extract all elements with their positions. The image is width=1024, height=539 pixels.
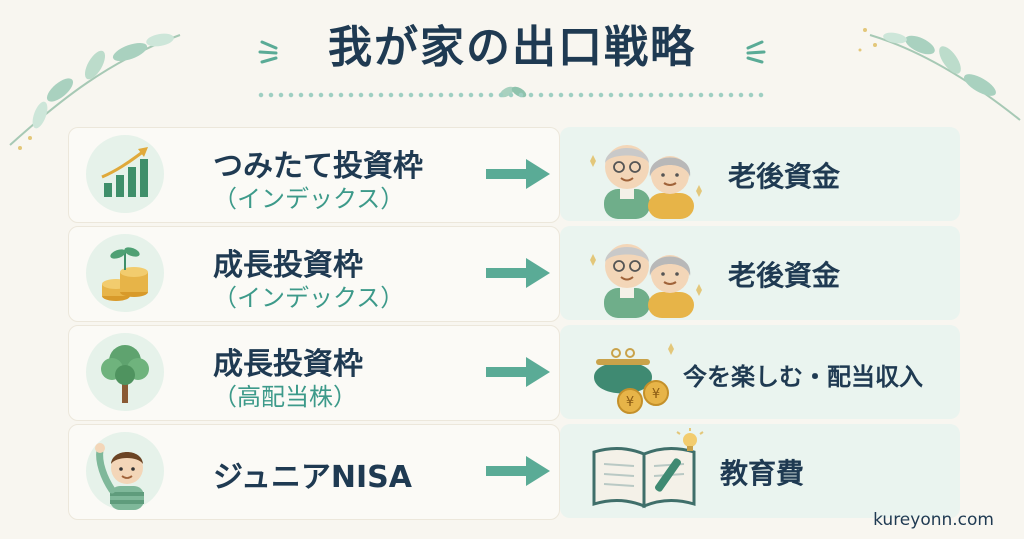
book-pen-icon <box>592 428 704 509</box>
elderly-couple-icon <box>590 145 702 219</box>
title-accent-right-icon <box>746 40 766 64</box>
source-label: 成長投資枠 <box>213 347 363 382</box>
source-sublabel: （インデックス） <box>213 185 405 213</box>
leaf-branch-right-icon <box>858 28 1021 121</box>
strategy-row: つみたて投資枠 （インデックス） 老後資金 <box>68 127 960 223</box>
chart-up-icon <box>86 135 164 213</box>
leaf-branch-left-icon <box>9 33 181 150</box>
arrow-right-icon <box>486 258 550 288</box>
title-area: 我が家の出口戦略 <box>0 18 1024 78</box>
svg-text:¥: ¥ <box>626 395 634 410</box>
purse-coins-icon: ¥ ¥ <box>594 343 674 414</box>
destination-label: 教育費 <box>720 457 805 490</box>
destination-label: 老後資金 <box>728 259 841 292</box>
title-accent-left-icon <box>258 40 278 64</box>
strategy-row: 成長投資枠 （高配当株） ¥ ¥ 今を楽しむ・配当収入 <box>68 325 960 421</box>
coin-sprout-icon <box>86 234 164 312</box>
source-sublabel: （高配当株） <box>213 383 357 411</box>
source-label: ジュニアNISA <box>213 460 412 495</box>
strategy-row: ジュニアNISA 教育費 <box>68 424 960 520</box>
svg-text:¥: ¥ <box>652 387 660 402</box>
site-url: kureyonn.com <box>873 510 994 530</box>
destination-label: 老後資金 <box>728 160 841 193</box>
strategy-row: 成長投資枠 （インデックス） 老後資金 <box>68 226 960 322</box>
arrow-right-icon <box>486 159 550 189</box>
arrow-right-icon <box>486 357 550 387</box>
destination-label: 今を楽しむ・配当収入 <box>683 363 923 391</box>
elderly-couple-icon <box>590 244 702 318</box>
tree-icon <box>86 333 164 411</box>
source-label: 成長投資枠 <box>213 248 363 283</box>
source-label: つみたて投資枠 <box>213 149 423 184</box>
child-icon <box>86 432 164 510</box>
title-divider-dots <box>256 92 768 98</box>
source-sublabel: （インデックス） <box>213 284 405 312</box>
page-title: 我が家の出口戦略 <box>328 22 696 73</box>
arrow-right-icon <box>486 456 550 486</box>
